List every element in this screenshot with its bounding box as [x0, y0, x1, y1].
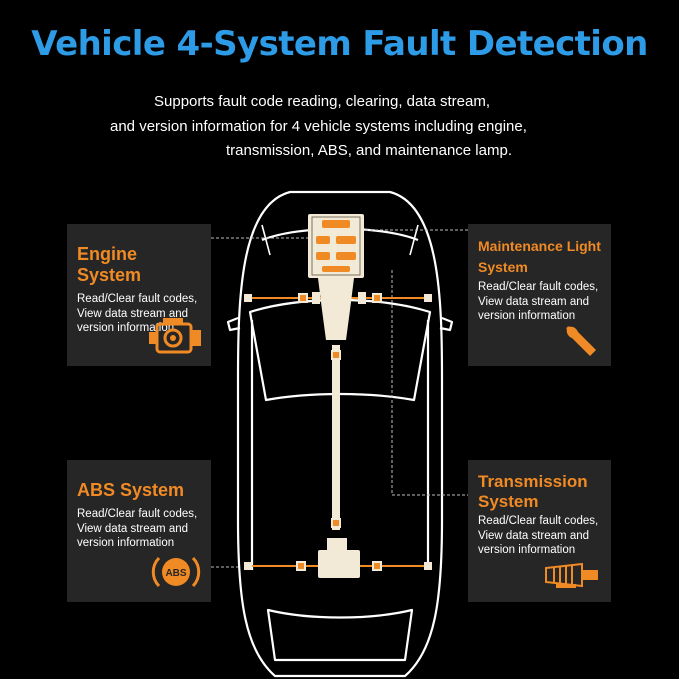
connector-accents — [298, 295, 380, 569]
left-headlight — [261, 224, 271, 256]
abs-icon-text: ABS — [165, 568, 186, 579]
abs-module — [318, 550, 360, 578]
card-maintenance-light-system: Maintenance Light System Read/Clear faul… — [468, 224, 611, 366]
ecu-module — [308, 214, 364, 278]
left-mirror — [226, 316, 241, 332]
right-mirror — [439, 316, 454, 332]
rear-window — [266, 608, 414, 662]
car-body — [236, 190, 444, 678]
card-abs-system: ABS System Read/Clear fault codes, View … — [67, 460, 211, 602]
card-abs-title: ABS System — [77, 480, 185, 500]
spine-bar — [332, 345, 340, 530]
page-title: Vehicle 4-System Fault Detection — [31, 24, 648, 64]
card-maintenance-title: Maintenance Light System — [478, 238, 601, 275]
card-transmission-description: Read/Clear fault codes, View data stream… — [478, 515, 599, 556]
ecu-fuse-lines — [311, 216, 361, 276]
ecu-fuses — [316, 220, 356, 272]
spine-modules — [308, 214, 364, 578]
subtitle-line-1: Supports fault code reading, clearing, d… — [154, 93, 491, 110]
ecu-neck — [318, 278, 354, 340]
transmission-icon — [542, 560, 602, 595]
engine-icon — [147, 318, 203, 363]
card-abs-description: Read/Clear fault codes, View data stream… — [77, 508, 198, 549]
card-transmission-system: Transmission System Read/Clear fault cod… — [468, 460, 611, 602]
card-engine-title: Engine System — [77, 244, 142, 285]
abs-icon: ABS — [151, 554, 201, 595]
connector-transmission — [391, 270, 468, 496]
connector-lines — [211, 229, 468, 568]
card-engine-description: Read/Clear fault codes, View data stream… — [77, 293, 198, 334]
subtitle-line-3: transmission, ABS, and maintenance lamp. — [226, 142, 512, 159]
card-engine-system: Engine System Read/Clear fault codes, Vi… — [67, 224, 211, 366]
wrench-icon — [562, 322, 598, 363]
abs-module-top — [327, 538, 347, 552]
card-maintenance-description: Read/Clear fault codes, View data stream… — [478, 281, 599, 322]
subtitle-line-2: and version information for 4 vehicle sy… — [110, 118, 527, 135]
card-transmission-title: Transmission System — [478, 472, 588, 511]
